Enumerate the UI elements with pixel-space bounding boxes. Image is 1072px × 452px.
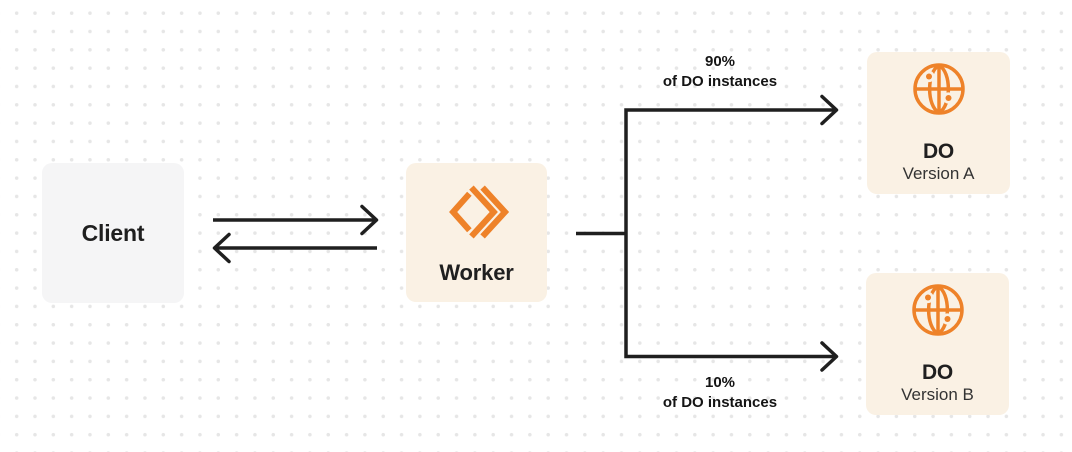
- client-to-worker-arrowhead-icon: [360, 204, 379, 236]
- split-bottom-arrowhead-icon: [820, 341, 839, 372]
- do-version-b-node: DO Version B: [866, 273, 1009, 415]
- worker-label: Worker: [439, 260, 514, 285]
- split-top-label: 90% of DO instances: [620, 52, 820, 92]
- worker-chevrons-icon: [448, 185, 509, 239]
- do-a-subtitle: Version A: [902, 164, 975, 183]
- split-top-arrowhead-icon: [820, 94, 839, 126]
- split-bracket: [624, 108, 834, 359]
- worker-node: Worker: [406, 163, 547, 302]
- do-b-title: DO: [921, 361, 954, 384]
- split-bottom-label: 10% of DO instances: [620, 373, 820, 413]
- worker-to-client-arrowhead-icon: [212, 232, 231, 264]
- do-version-a-node: DO Version A: [867, 52, 1010, 194]
- globe-icon: [911, 284, 964, 336]
- split-top-percent: 90%: [704, 53, 736, 70]
- client-label: Client: [81, 219, 145, 246]
- split-bottom-caption: of DO instances: [662, 394, 778, 411]
- globe-icon: [912, 63, 965, 115]
- client-node: Client: [42, 163, 184, 303]
- do-a-title: DO: [922, 140, 955, 163]
- split-top-caption: of DO instances: [662, 73, 778, 90]
- split-bottom-percent: 10%: [704, 374, 736, 391]
- do-b-subtitle: Version B: [901, 385, 974, 404]
